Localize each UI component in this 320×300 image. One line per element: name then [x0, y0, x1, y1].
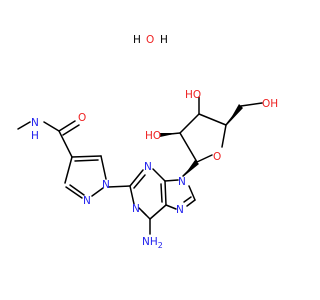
wedge-c2-oh	[160, 133, 179, 137]
amino-nh: NH	[142, 236, 158, 248]
purine-bond-c6-n1-b	[138, 207, 147, 216]
purine-bond-c4-c5	[164, 180, 167, 206]
purine-bond-n1-c2	[129, 185, 135, 205]
water-molecule: H O H	[133, 34, 168, 46]
water-h-left: H	[133, 34, 141, 46]
ribose-bond-c3-c4	[198, 113, 227, 126]
bond-carbonyl-ring	[58, 130, 73, 158]
pyrazole-n1-label: N	[102, 179, 110, 191]
purine-bond-c8-n7-b	[183, 196, 192, 203]
ring-o-label: O	[213, 151, 221, 163]
purine-n9-label: N	[178, 176, 186, 188]
purine-n1-label: N	[132, 203, 140, 215]
wedge-n9-c1	[183, 160, 199, 177]
pyrazole-bond-3	[64, 156, 73, 184]
bond-methyl-n	[17, 121, 31, 130]
bond-c5prime-oh	[240, 102, 263, 107]
pyrazole-bond-5	[91, 187, 104, 197]
wedge-c4-c5	[227, 104, 243, 125]
purine-bond-n3-c4	[152, 168, 166, 182]
ribose-bond-c1-c2	[179, 132, 198, 163]
pyrazole-bond-4	[65, 186, 83, 199]
ribose-bond-c4-o	[221, 124, 227, 148]
amide-o-label: O	[78, 112, 86, 124]
pyrazole-bond-1b	[74, 159, 99, 162]
stereo-wedges	[160, 104, 243, 177]
bond-carbonyl-o-a	[58, 120, 76, 132]
pyrazole-bond-4b	[69, 184, 85, 196]
purine-bond-c2-n3-b	[133, 174, 146, 189]
bond-lines	[17, 96, 263, 235]
purine-bond-c4-c5-b	[160, 183, 163, 203]
pyrazole-bond-2	[100, 155, 107, 180]
ribose-bond-o-c1	[196, 154, 213, 163]
atom-labels: N H O N N N N N N NH2 HO HO OH O	[31, 89, 278, 250]
molecule-diagram: H O H	[17, 34, 278, 250]
pyrazole-n2-label: N	[83, 195, 91, 207]
bond-pyrazole-purine	[107, 185, 131, 188]
amide-h-label: H	[31, 130, 39, 142]
water-h-right: H	[160, 34, 168, 46]
bond-n-carbonyl	[43, 121, 60, 132]
amide-n-label: N	[31, 117, 39, 129]
bond-carbonyl-o-b	[62, 124, 80, 136]
amino-label: NH2	[142, 236, 163, 250]
ribose-bond-c2-c3	[179, 113, 200, 134]
pyrazole-bond-1	[71, 155, 102, 158]
ho-left-label: HO	[145, 130, 161, 142]
purine-bond-c4-n9	[164, 179, 179, 182]
purine-n3-label: N	[144, 161, 152, 173]
purine-bond-c5-c6	[149, 204, 167, 220]
water-oxygen: O	[146, 34, 154, 46]
purine-bond-n9-c8	[188, 185, 196, 201]
purine-bond-c2-n3	[129, 169, 144, 187]
purine-bond-n7-c5	[165, 204, 177, 210]
purine-n7-label: N	[176, 204, 184, 216]
purine-bond-c8-n7	[186, 199, 196, 207]
ho-top-label: HO	[185, 89, 201, 101]
amino-subscript: 2	[158, 241, 163, 250]
oh-right-label: OH	[262, 98, 278, 110]
